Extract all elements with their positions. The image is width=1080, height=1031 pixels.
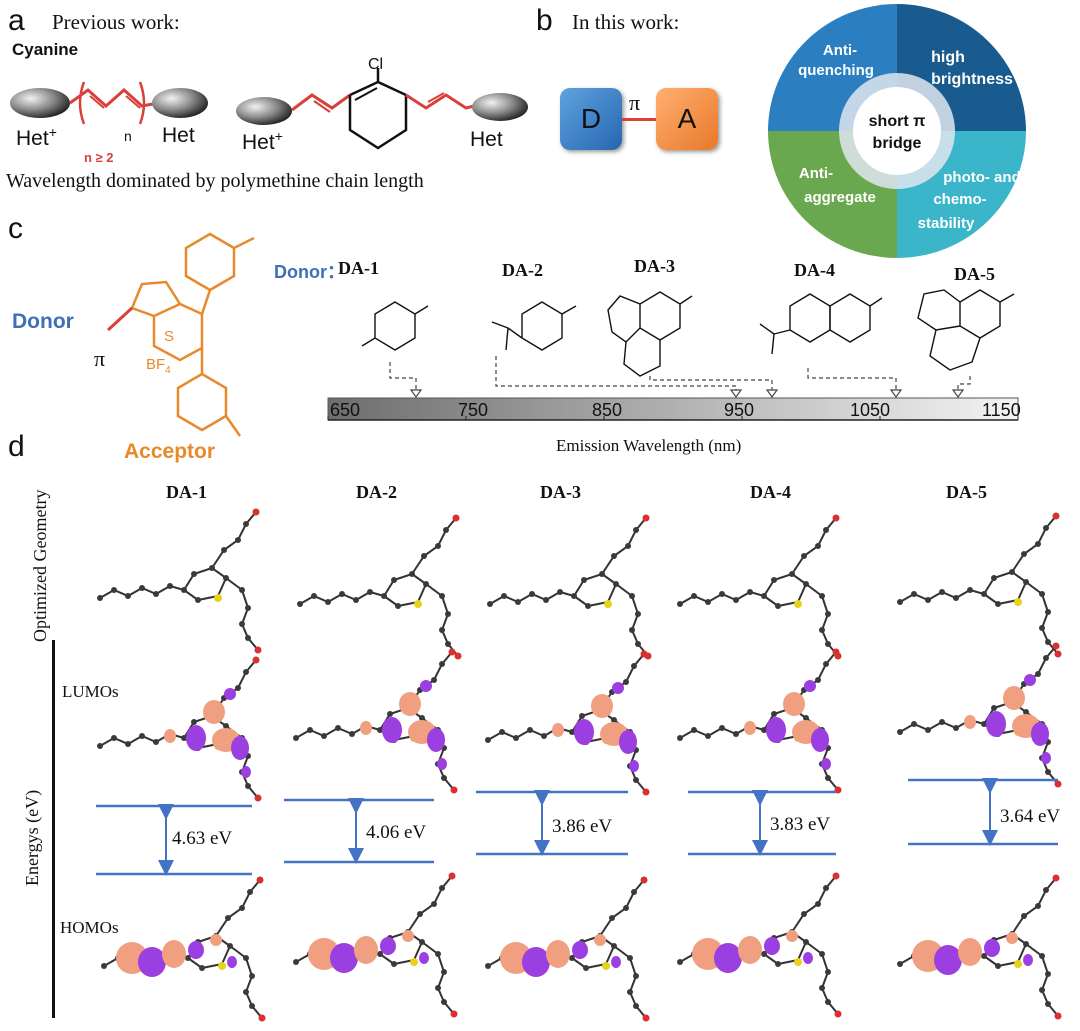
lumo-da-5	[897, 643, 1062, 788]
acceptor-label: Acceptor	[124, 440, 216, 463]
row-label-energy: Energys (eV)	[22, 789, 42, 886]
n-condition: n ≥ 2	[84, 150, 114, 165]
het-label-1: Het	[162, 124, 195, 147]
acceptor-box: A	[656, 88, 718, 150]
panel-a-caption: Wavelength dominated by polymethine chai…	[6, 170, 424, 192]
row-label-geometry: Optimized Geometry	[30, 489, 50, 642]
het-ellipse-left	[10, 88, 70, 118]
svg-text:short π: short π	[869, 113, 926, 130]
donor-heading: Donor：	[274, 262, 345, 282]
geometry-da-1	[96, 507, 263, 655]
donor-da-5: DA-5	[954, 264, 995, 284]
donor-da-1: DA-1	[338, 258, 379, 278]
panel-b-heading: In this work:	[572, 10, 680, 34]
geometry-da-4	[676, 513, 843, 661]
geometry-da-2	[296, 513, 463, 661]
energy-level-diagram	[96, 778, 1058, 876]
mol-header-da-1: DA-1	[166, 482, 207, 502]
donor-structures-and-axis	[327, 289, 1019, 421]
het-ellipse-right	[152, 88, 208, 118]
svg-text:stability: stability	[918, 215, 975, 232]
homo-da-5	[897, 875, 1062, 1020]
het-label-2: Het	[470, 128, 503, 151]
emission-axis-bar	[327, 397, 1019, 421]
homo-da-1	[101, 877, 266, 1022]
mol-header-da-4: DA-4	[750, 482, 791, 502]
panel-a-subheading: Cyanine	[12, 40, 79, 59]
donor-box-label: D	[580, 103, 602, 134]
feature-wheel: short π bridge Anti- quenching high brig…	[768, 4, 1026, 258]
lumo-row-label: LUMOs	[62, 682, 119, 701]
gap-label-da-2: 4.06 eV	[364, 822, 429, 844]
svg-text:aggregate: aggregate	[804, 189, 876, 206]
acceptor-box-label: A	[677, 103, 697, 134]
het-plus-label-1: Het+	[16, 124, 57, 150]
axis-title: Emission Wavelength (nm)	[556, 436, 742, 455]
homo-da-3	[485, 877, 650, 1022]
panel-a-letter: a	[8, 4, 25, 37]
panel-b-letter: b	[536, 4, 553, 37]
homo-da-2	[293, 873, 458, 1018]
mol-header-da-5: DA-5	[946, 482, 987, 502]
het-plus-label-2: Het+	[242, 128, 283, 154]
pi-label: π	[94, 346, 106, 371]
gap-label-da-3: 3.86 eV	[550, 816, 615, 838]
gap-label-da-5: 3.64 eV	[998, 806, 1063, 828]
molecular-graphics	[96, 507, 1063, 1025]
n-subscript: n	[124, 128, 132, 144]
donor-da-2: DA-2	[502, 260, 543, 280]
donor-box: D	[560, 88, 622, 150]
wheel-center	[853, 87, 941, 175]
chloro-label: Cl	[368, 56, 384, 73]
gap-label-da-4: 3.83 eV	[768, 814, 833, 836]
gap-label-da-1: 4.63 eV	[170, 828, 235, 850]
panel-a-heading: Previous work:	[52, 10, 180, 34]
tick-750: 750	[458, 400, 489, 420]
panel-d-letter: d	[8, 430, 25, 463]
acceptor-structure	[106, 232, 255, 437]
homo-da-4	[677, 873, 842, 1018]
pi-bridge-label: π	[629, 90, 641, 115]
tick-950: 950	[724, 400, 755, 420]
cyanine-structures	[10, 68, 528, 150]
tick-1050: 1050	[850, 400, 891, 420]
homo-row-label: HOMOs	[60, 918, 119, 937]
panel-c-letter: c	[8, 212, 23, 245]
tick-850: 850	[592, 400, 623, 420]
pi-bridge-line	[622, 118, 656, 121]
sulfur-label: S	[164, 328, 175, 345]
svg-text:high: high	[931, 49, 965, 66]
svg-text:Anti-: Anti-	[823, 42, 857, 59]
donor-da-3: DA-3	[634, 256, 675, 276]
tick-650: 650	[330, 400, 361, 420]
geometry-da-5	[896, 511, 1063, 659]
energy-axis-line	[52, 640, 55, 1018]
svg-text:chemo-: chemo-	[933, 191, 986, 208]
svg-text:Anti-: Anti-	[799, 165, 833, 182]
counterion-label: BF4	[146, 356, 171, 376]
geometry-da-3	[486, 513, 653, 661]
svg-text:quenching: quenching	[798, 62, 874, 79]
mol-header-da-3: DA-3	[540, 482, 581, 502]
donor-da-4: DA-4	[794, 260, 835, 280]
mol-header-da-2: DA-2	[356, 482, 397, 502]
svg-text:photo- and: photo- and	[943, 169, 1020, 186]
tick-1150: 1150	[982, 400, 1021, 420]
bridge-bond	[106, 306, 134, 332]
svg-text:bridge: bridge	[873, 135, 922, 152]
svg-text:brightness: brightness	[931, 71, 1013, 88]
donor-label: Donor	[12, 310, 74, 333]
